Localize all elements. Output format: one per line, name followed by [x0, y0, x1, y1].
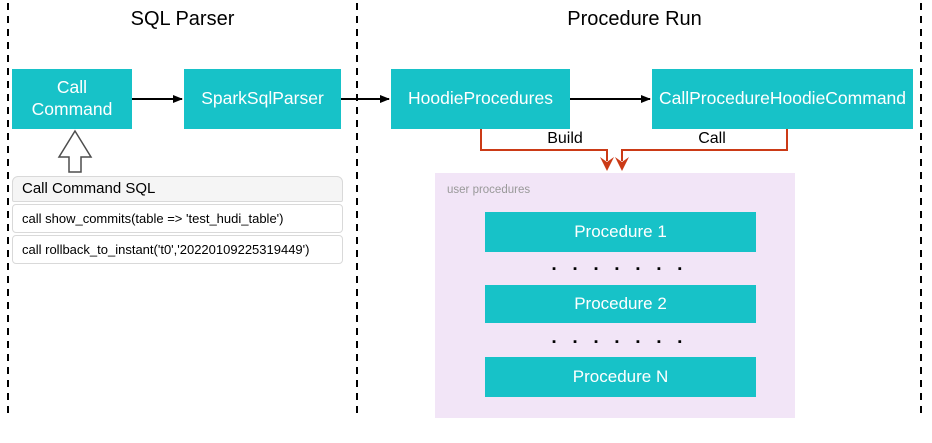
dots-separator: ▪ ▪ ▪ ▪ ▪ ▪ ▪: [552, 336, 689, 348]
procedure-1-box: Procedure 1: [485, 212, 756, 252]
section-title-sql-parser: SQL Parser: [130, 8, 235, 30]
dots-separator: ▪ ▪ ▪ ▪ ▪ ▪ ▪: [552, 263, 689, 275]
procedure-2-box: Procedure 2: [485, 285, 756, 323]
node-hoodie-procedures: HoodieProcedures: [391, 69, 570, 129]
node-call-procedure-hoodie-command: CallProcedureHoodieCommand: [652, 69, 913, 129]
sql-table-header: Call Command SQL: [12, 176, 343, 202]
up-arrow-icon: [57, 129, 93, 173]
section-title-procedure-run: Procedure Run: [567, 8, 702, 30]
build-connector: [480, 129, 608, 161]
node-spark-sql-parser: SparkSqlParser: [184, 69, 341, 129]
user-procedures-panel: user procedures Procedure 1 ▪ ▪ ▪ ▪ ▪ ▪ …: [435, 173, 795, 418]
call-edge-label: Call: [698, 130, 726, 147]
build-edge-label: Build: [547, 130, 583, 147]
node-call-command: Call Command: [12, 69, 132, 129]
call-arrowhead-icon: [615, 157, 629, 171]
procedure-n-box: Procedure N: [485, 357, 756, 397]
sql-table-row: call rollback_to_instant('t0','202201092…: [12, 235, 343, 264]
build-arrowhead-icon: [600, 157, 614, 171]
user-procedures-label: user procedures: [447, 184, 531, 196]
call-connector: [621, 129, 788, 161]
sql-table-row: call show_commits(table => 'test_hudi_ta…: [12, 204, 343, 233]
